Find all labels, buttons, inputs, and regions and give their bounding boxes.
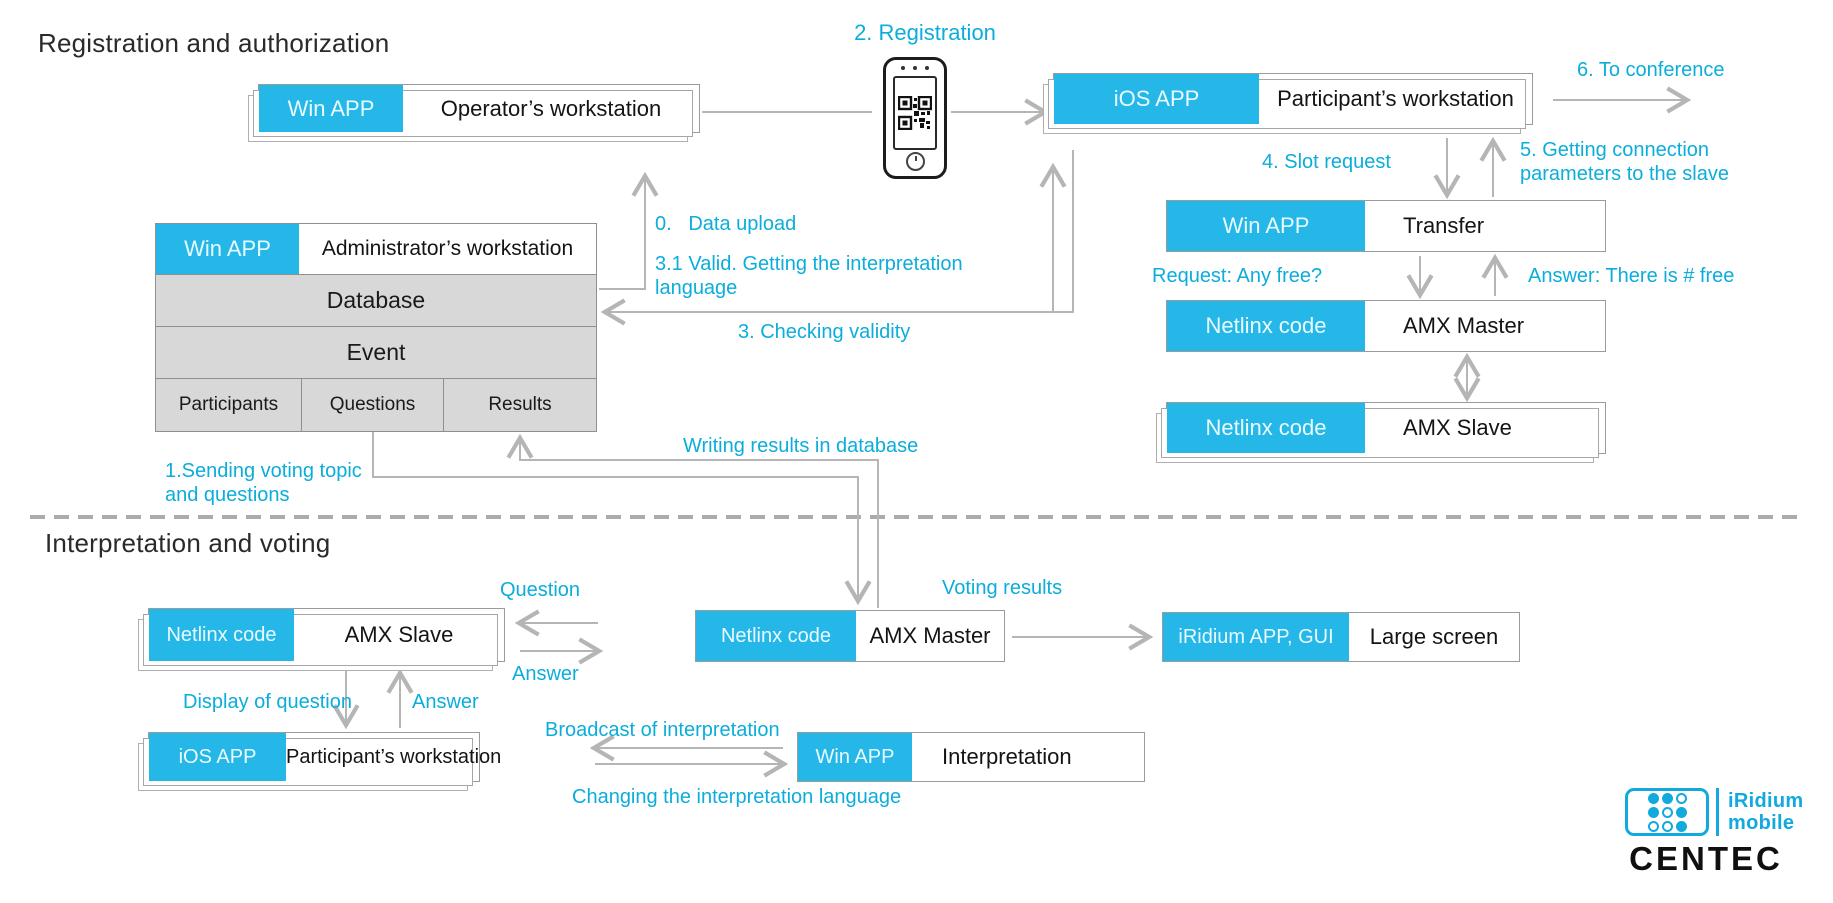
section-title-interpretation: Interpretation and voting	[45, 528, 331, 558]
phone-screen	[893, 76, 937, 150]
label-checking-validity: 3. Checking validity	[738, 321, 911, 343]
node-label: Transfer	[1403, 213, 1485, 238]
node-label: Operator’s workstation	[440, 95, 662, 121]
node-transfer: Win APP Transfer	[1166, 200, 1606, 252]
node-label: Administrator’s workstation	[321, 237, 574, 260]
app-tag: iOS APP	[1054, 74, 1259, 124]
arrow-data-upload	[599, 171, 659, 290]
label-request-any-free: Request: Any free?	[1152, 265, 1323, 287]
phone-speaker-dots	[886, 66, 944, 70]
node-administrator-workstation: Win APP Administrator’s workstation Data…	[155, 223, 597, 432]
node-label: AMX Master	[869, 623, 991, 648]
node-operator-workstation: Win APP Operator’s workstation	[248, 84, 700, 142]
node-label: AMX Slave	[1403, 415, 1512, 440]
arrow-sending-voting-topic	[372, 431, 872, 606]
node-amx-slave-right: Netlinx code AMX Slave	[1156, 402, 1606, 463]
label-display-of-question: Display of question	[183, 691, 352, 713]
qr-code-icon	[898, 96, 932, 130]
database-label: Database	[326, 287, 426, 313]
app-tag: Win APP	[1167, 201, 1365, 251]
section-title-registration: Registration and authorization	[38, 28, 390, 58]
phone-qr-icon	[883, 57, 947, 179]
results-cell: Results	[443, 378, 596, 431]
app-tag: Win APP	[798, 733, 912, 781]
code-tag: Netlinx code	[149, 609, 294, 661]
label-slot-request: 4. Slot request	[1262, 151, 1391, 173]
label-voting-results: Voting results	[942, 577, 1063, 599]
questions-cell: Questions	[301, 378, 443, 431]
iridium-logo-text: iRidium mobile	[1728, 790, 1803, 835]
app-tag: iOS APP	[149, 733, 286, 781]
node-label: Participant’s workstation	[286, 745, 502, 768]
node-participant-workstation-bottom: iOS APP Participant’s workstation	[138, 732, 501, 791]
node-label: Large screen	[1369, 624, 1499, 649]
iridium-dot-grid	[1647, 792, 1687, 832]
event-label: Event	[346, 339, 406, 365]
iridium-logo-icon	[1625, 788, 1709, 836]
node-interpretation: Win APP Interpretation	[797, 732, 1145, 782]
arrow-checking-validity	[600, 150, 1074, 326]
event-row: Event	[155, 326, 597, 379]
admin-header-row: Win APP Administrator’s workstation	[155, 223, 597, 275]
app-tag: iRidium APP, GUI	[1163, 613, 1349, 661]
node-amx-slave-bottom: Netlinx code AMX Slave	[138, 608, 505, 671]
centec-logo: CENTEC	[1629, 840, 1783, 877]
label-changing-language: Changing the interpretation language	[572, 786, 902, 808]
label-writing-results: Writing results in database	[683, 435, 919, 457]
code-tag: Netlinx code	[1167, 301, 1365, 351]
label-valid-getting: 3.1 Valid. Getting the interpretation la…	[655, 253, 963, 299]
code-tag: Netlinx code	[1167, 403, 1365, 453]
label-question: Question	[500, 579, 581, 601]
arrow-writing-results	[506, 433, 879, 608]
label-getting-params: 5. Getting connection parameters to the …	[1520, 139, 1729, 185]
app-tag: Win APP	[259, 85, 403, 132]
tables-row: Participants Questions Results	[155, 377, 597, 432]
code-tag: Netlinx code	[696, 611, 856, 661]
label-sending-voting: 1.Sending voting topic and questions	[165, 460, 362, 506]
label-registration: 2. Registration	[854, 20, 996, 45]
node-label: AMX Slave	[344, 622, 454, 647]
logo-divider	[1716, 788, 1719, 836]
participants-cell: Participants	[178, 393, 279, 415]
node-large-screen: iRidium APP, GUI Large screen	[1162, 612, 1520, 662]
database-row: Database	[155, 273, 597, 328]
node-amx-master-bottom: Netlinx code AMX Master	[695, 610, 1005, 662]
node-participant-workstation-top: iOS APP Participant’s workstation	[1043, 73, 1533, 134]
label-broadcast: Broadcast of interpretation	[545, 719, 780, 741]
label-answer-lower: Answer	[412, 691, 479, 713]
label-answer-there-is-free: Answer: There is # free	[1528, 265, 1735, 287]
iridium-brand-line2: mobile	[1728, 812, 1795, 834]
phone-power-button	[906, 152, 925, 171]
app-tag: Win APP	[156, 224, 299, 274]
node-label: Participant’s workstation	[1277, 86, 1514, 111]
node-label: Interpretation	[942, 744, 1072, 769]
iridium-brand-line1: iRidium	[1728, 789, 1804, 812]
iridium-mobile-logo: iRidium mobile	[1625, 788, 1803, 836]
label-data-upload: 0. Data upload	[655, 213, 797, 235]
node-label: AMX Master	[1403, 313, 1525, 338]
node-amx-master-right: Netlinx code AMX Master	[1166, 300, 1606, 352]
label-answer-upper: Answer	[512, 663, 579, 685]
label-to-conference: 6. To conference	[1577, 59, 1725, 81]
